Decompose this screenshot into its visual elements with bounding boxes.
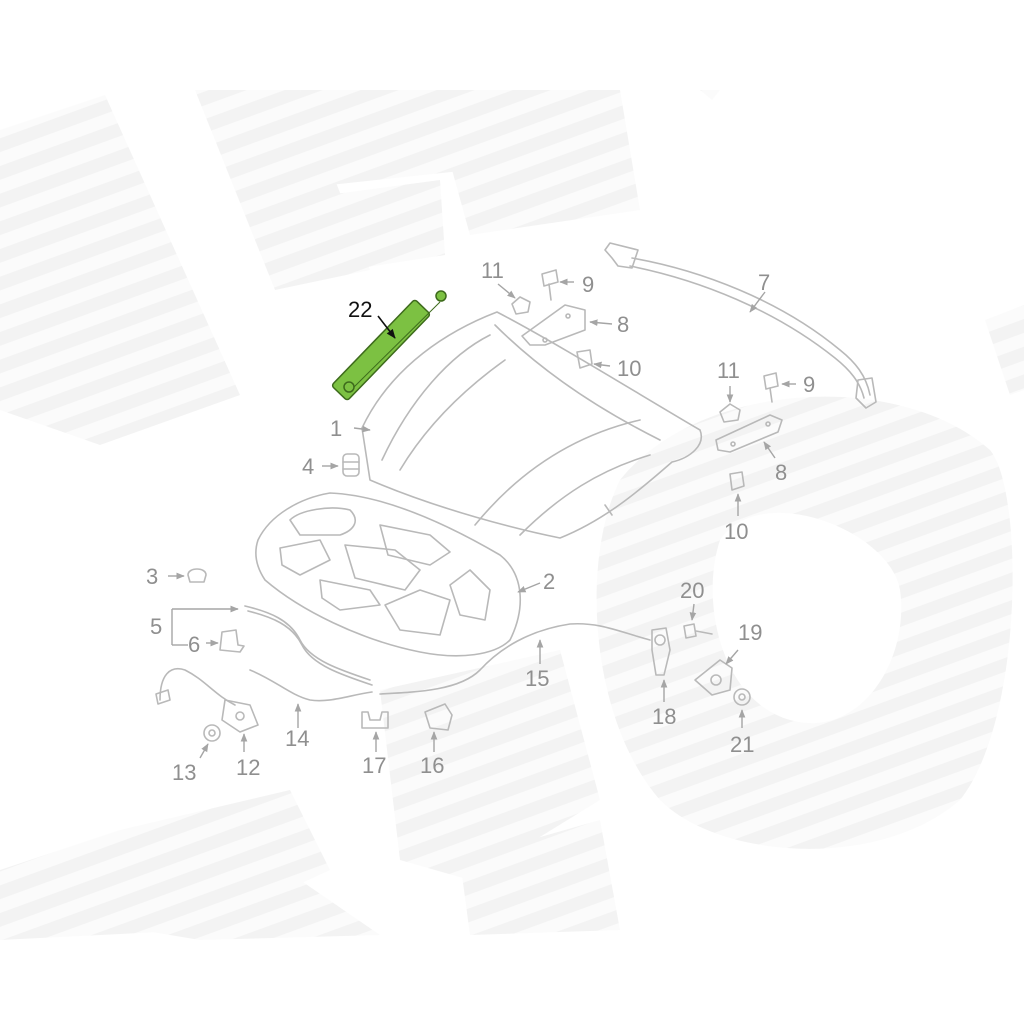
bolt-20[interactable] <box>683 603 713 639</box>
callout-20: 20 <box>680 578 704 603</box>
hood-seal-strip[interactable] <box>604 242 877 409</box>
callout-19: 19 <box>738 620 762 645</box>
callout-15: 15 <box>525 666 549 691</box>
callout-22: 22 <box>348 297 372 322</box>
nut-10-right[interactable] <box>729 471 745 516</box>
cable-12-13[interactable] <box>155 668 236 706</box>
latch-19[interactable] <box>694 649 739 696</box>
latch-12[interactable] <box>221 699 259 752</box>
callout-11-left: 11 <box>481 258 504 283</box>
leader-7 <box>749 291 766 313</box>
latch-18[interactable] <box>651 627 671 702</box>
callout-10-left: 10 <box>617 356 641 381</box>
callout-8-right: 8 <box>775 460 787 485</box>
callout-3: 3 <box>146 564 158 589</box>
callout-9-left: 9 <box>582 272 594 297</box>
leader-2 <box>517 582 541 593</box>
nut-11-right[interactable] <box>719 386 741 423</box>
clip-6[interactable] <box>206 629 245 653</box>
nut-10-left[interactable] <box>576 349 611 369</box>
hinge-8-left[interactable] <box>521 304 613 346</box>
leader-1 <box>353 425 371 433</box>
nut-11-left[interactable] <box>497 283 531 315</box>
callout-12: 12 <box>236 755 260 780</box>
leader-22 <box>377 315 396 339</box>
bracket-17[interactable] <box>361 711 389 752</box>
callout-16: 16 <box>420 753 444 778</box>
callout-9-right: 9 <box>803 372 815 397</box>
bolt-9-right[interactable] <box>763 372 796 403</box>
callout-11-right: 11 <box>717 358 740 383</box>
callout-17: 17 <box>362 753 386 778</box>
callout-13: 13 <box>172 760 196 785</box>
callout-4: 4 <box>302 454 314 479</box>
release-cable-5[interactable] <box>171 605 373 686</box>
callout-14: 14 <box>285 726 309 751</box>
cable-14[interactable] <box>249 669 373 728</box>
watermark <box>0 90 1024 940</box>
gas-strut-highlighted[interactable] <box>331 290 447 401</box>
callout-21: 21 <box>730 732 754 757</box>
callout-8-left: 8 <box>617 312 629 337</box>
callout-5: 5 <box>150 614 162 639</box>
handle-16[interactable] <box>424 703 453 752</box>
bump-stop-4[interactable] <box>322 453 360 477</box>
clip-3[interactable] <box>168 568 207 583</box>
callout-6: 6 <box>188 632 200 657</box>
bolt-9-left[interactable] <box>541 269 574 301</box>
callout-2: 2 <box>543 569 555 594</box>
callout-18: 18 <box>652 704 676 729</box>
callout-1: 1 <box>330 416 342 441</box>
grommet-13[interactable] <box>199 724 221 759</box>
hood-panel[interactable] <box>361 311 703 539</box>
callout-10-right: 10 <box>724 519 748 544</box>
grommet-21[interactable] <box>733 688 751 728</box>
cable-15[interactable] <box>379 622 651 695</box>
hood-insulator[interactable] <box>255 492 522 657</box>
hinge-8-right[interactable] <box>715 414 783 459</box>
callout-7: 7 <box>758 270 770 295</box>
